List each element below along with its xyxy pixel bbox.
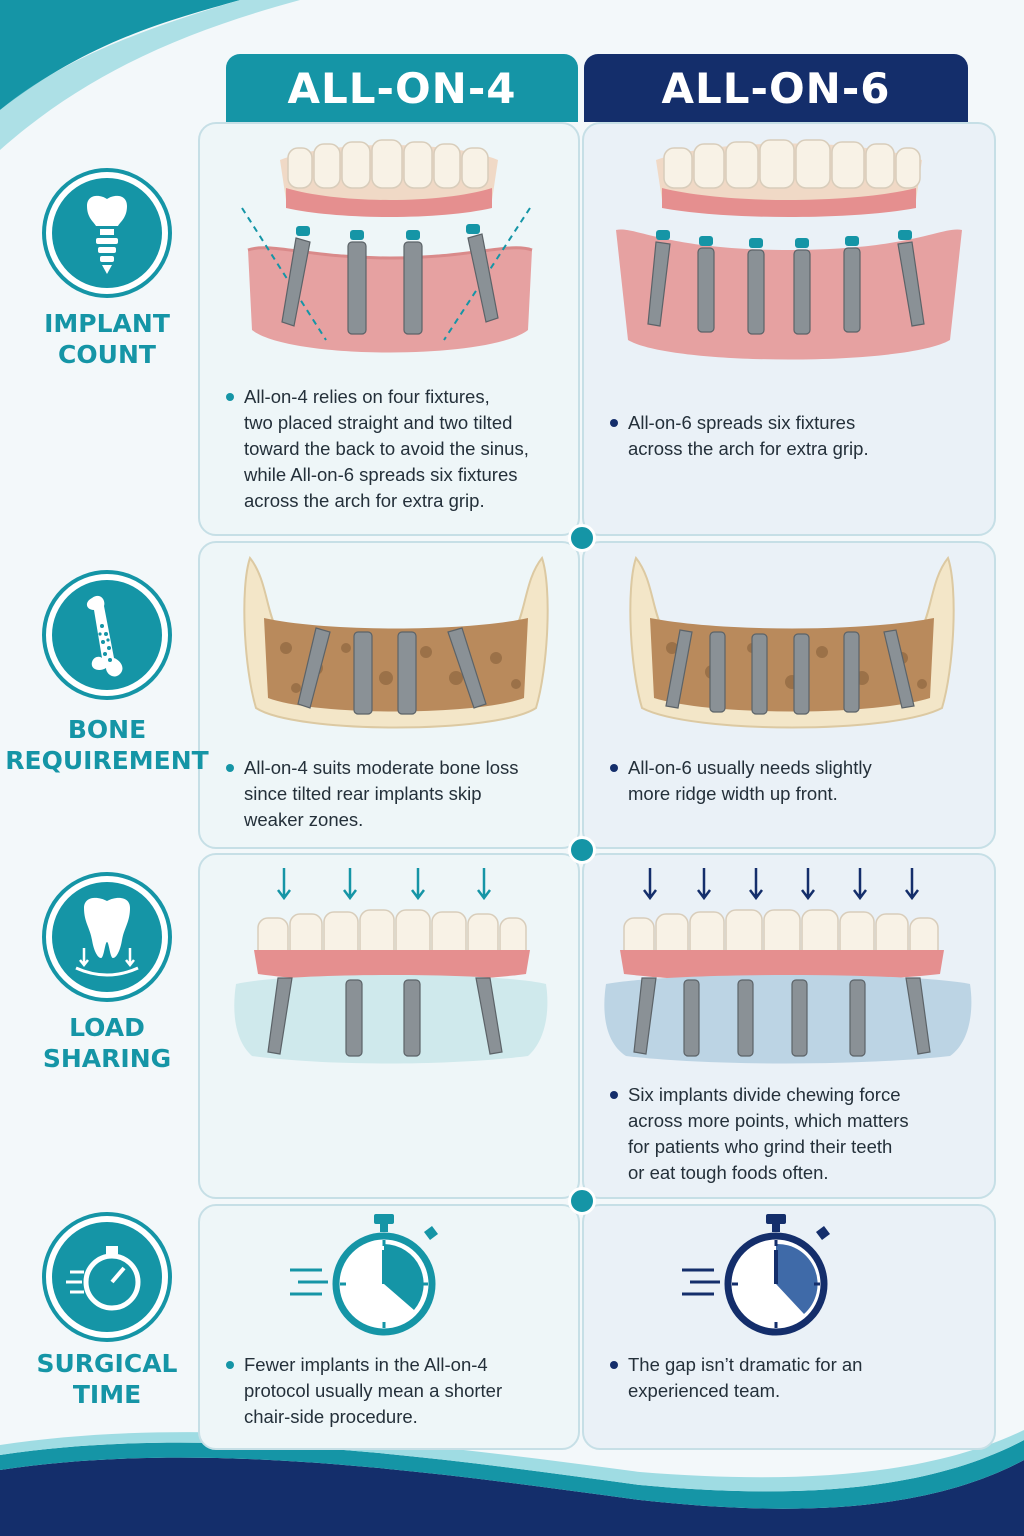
all-on-6-arch-illustration xyxy=(616,139,962,360)
row-label-bone-requirement: BONE REQUIREMENT xyxy=(5,715,209,775)
bullet-dot xyxy=(610,1091,618,1099)
row-label-surgical-time: SURGICAL TIME xyxy=(36,1349,178,1409)
tooth-pressure-icon xyxy=(42,872,172,1002)
all-on-6-load-illustration xyxy=(604,868,972,1064)
bullet-dot xyxy=(610,764,618,772)
bullet-implant-count-all-on-4: All-on-4 relies on four fixtures, two pl… xyxy=(226,384,564,514)
all-on-4-stopwatch-illustration xyxy=(290,1214,438,1336)
all-on-4-load-illustration xyxy=(234,868,548,1064)
row-label-implant-count: IMPLANT COUNT xyxy=(44,309,170,369)
stopwatch-icon xyxy=(42,1212,172,1342)
bullet-bone-all-on-4: All-on-4 suits moderate bone loss since … xyxy=(226,755,564,833)
dental-implant-icon xyxy=(42,168,172,298)
bullet-dot xyxy=(610,419,618,427)
bullet-load-all-on-6: Six implants divide chewing force across… xyxy=(610,1082,978,1186)
all-on-4-arch-illustration xyxy=(241,139,533,353)
all-on-6-stopwatch-illustration xyxy=(682,1214,830,1336)
bullet-dot xyxy=(610,1361,618,1369)
row-divider-node xyxy=(568,836,596,864)
bone-icon xyxy=(42,570,172,700)
row-label-load-sharing: LOAD SHARING xyxy=(42,1013,172,1073)
all-on-6-bone-illustration xyxy=(629,555,955,729)
all-on-4-bone-illustration xyxy=(243,555,549,729)
column-header-all-on-4: ALL-ON-4 xyxy=(226,54,578,122)
bullet-surgical-all-on-6: The gap isn’t dramatic for an experience… xyxy=(610,1352,978,1404)
bullet-implant-count-all-on-6: All-on-6 spreads six fixtures across the… xyxy=(610,410,978,462)
bullet-bone-all-on-6: All-on-6 usually needs slightly more rid… xyxy=(610,755,978,807)
row-divider-node xyxy=(568,524,596,552)
bullet-dot xyxy=(226,393,234,401)
bullet-surgical-all-on-4: Fewer implants in the All-on-4 protocol … xyxy=(226,1352,564,1430)
row-divider-node xyxy=(568,1187,596,1215)
bullet-dot xyxy=(226,764,234,772)
bullet-dot xyxy=(226,1361,234,1369)
column-header-all-on-6: ALL-ON-6 xyxy=(584,54,968,122)
